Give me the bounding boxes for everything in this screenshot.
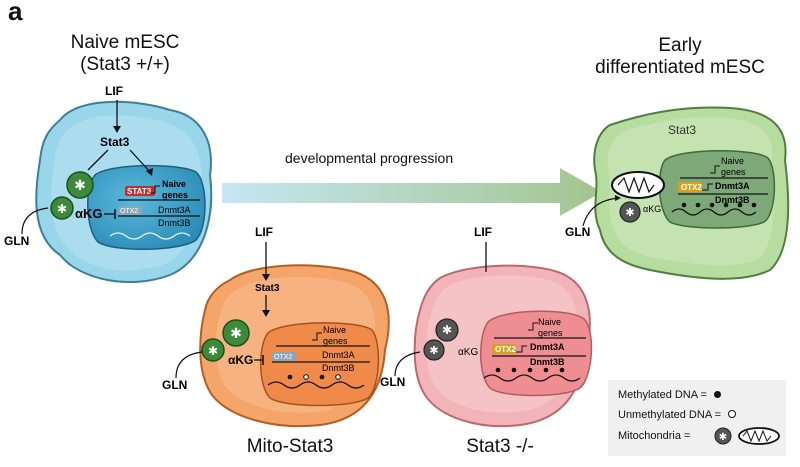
naive-cell [35, 100, 213, 284]
early-dnmt3a-label: Dnmt3A [715, 181, 750, 191]
mito-stat3-caption: Mito-Stat3 [246, 436, 334, 457]
legend-unmethylated: Unmethylated DNA = [618, 409, 737, 421]
ko-otx2-label: OTX2 [495, 345, 516, 354]
early-naive-label: Naive [721, 156, 744, 166]
stat3-box-label: STAT3 [127, 187, 152, 196]
naive-stat3-label: Stat3 [100, 135, 130, 149]
unmethylated-dna-icon [728, 410, 737, 418]
naive-dnmt3b-label: Dnmt3B [158, 218, 191, 228]
naive-naive-label: Naive [162, 179, 186, 189]
mitochondrion-round-icon [619, 201, 641, 223]
naive-dnmt3a-label: Dnmt3A [158, 205, 191, 215]
stat3-box [125, 186, 155, 196]
mito-naive-label: Naive [323, 325, 346, 335]
mitochondrion-round-icon [435, 318, 459, 342]
legend-unmethylated-label: Unmethylated DNA = [618, 409, 722, 421]
naive-genes-label: genes [162, 190, 188, 200]
naive-gln-label: GLN [4, 234, 29, 248]
mitochondrion-round-icon [423, 339, 445, 361]
ko-dnmt3b-label: Dnmt3B [530, 357, 565, 367]
early-stat3-label: Stat3 [668, 123, 696, 137]
mitochondrion-elongated-icon [611, 171, 665, 199]
early-otx2-label: OTX2 [681, 183, 702, 192]
legend-methylated: Methylated DNA = [618, 389, 722, 401]
naive-akg-label: αKG [75, 206, 103, 221]
early-cell [593, 106, 790, 280]
mito-otx2-label: OTX2 [274, 354, 292, 361]
naive-title: Naive mESC (Stat3 +/+) [40, 32, 210, 76]
svg-text:✱: ✱ [429, 345, 438, 357]
mitochondrion-round-icon [201, 338, 225, 362]
mito-akg-label: αKG [228, 353, 253, 367]
otx2-box [492, 344, 516, 354]
ko-dnmt3a-label: Dnmt3A [530, 342, 565, 352]
mitochondrion-round-icon [222, 319, 250, 347]
svg-text:✱: ✱ [230, 325, 242, 341]
mito-dnmt3a-label: Dnmt3A [322, 350, 355, 360]
legend-mitochondria-icons: ✱ [714, 427, 780, 445]
mitochondrion-round-icon [50, 196, 74, 220]
mito-gln-label: GLN [162, 378, 187, 392]
naive-lif-label: LIF [105, 84, 123, 98]
svg-text:✱: ✱ [442, 323, 452, 337]
ko-genes-label: genes [538, 328, 563, 338]
svg-text:✱: ✱ [625, 207, 634, 219]
otx2-box [272, 352, 296, 361]
ko-gln-label: GLN [380, 375, 405, 389]
mito-lif-label: LIF [255, 225, 273, 239]
early-dnmt3b-label: Dnmt3B [715, 195, 750, 205]
svg-text:✱: ✱ [57, 202, 67, 216]
early-gln-label: GLN [565, 225, 590, 239]
mitochondrion-elongated-icon [738, 427, 780, 445]
legend: Methylated DNA = Unmethylated DNA = Mito… [608, 380, 786, 456]
mitochondrion-round-icon [714, 427, 732, 445]
otx2-box [678, 182, 702, 192]
early-genes-label: genes [721, 167, 746, 177]
early-title-line2: differentiated mESC [595, 57, 765, 78]
naive-title-line1: Naive mESC [70, 32, 180, 53]
mitochondrion-round-icon [66, 171, 94, 199]
early-title-line1: Early [658, 35, 702, 56]
otx2-box [118, 206, 142, 215]
svg-text:✱: ✱ [719, 432, 727, 443]
svg-text:✱: ✱ [74, 177, 86, 193]
ko-lif-label: LIF [474, 225, 492, 239]
naive-title-line2: (Stat3 +/+) [80, 54, 170, 75]
progression-label: developmental progression [285, 150, 454, 166]
progression-arrow [222, 168, 602, 216]
ko-akg-label: αKG [458, 347, 478, 358]
ko-caption: Stat3 -/- [466, 436, 534, 457]
mito-dnmt3b-label: Dnmt3B [322, 363, 355, 373]
methylated-dna-icon [714, 391, 722, 398]
mito-genes-label: genes [323, 336, 348, 346]
early-title: Early differentiated mESC [575, 35, 785, 79]
legend-methylated-label: Methylated DNA = [618, 389, 707, 401]
panel-label: a [8, 0, 23, 26]
mito-stat3-label: Stat3 [255, 283, 280, 294]
svg-text:✱: ✱ [208, 344, 218, 358]
legend-mitochondria: Mitochondria = [618, 430, 690, 442]
naive-otx2-label: OTX2 [120, 208, 138, 215]
legend-mitochondria-label: Mitochondria = [618, 430, 691, 442]
early-akg-label: αKG [643, 204, 661, 214]
ko-naive-label: Naive [538, 317, 561, 327]
